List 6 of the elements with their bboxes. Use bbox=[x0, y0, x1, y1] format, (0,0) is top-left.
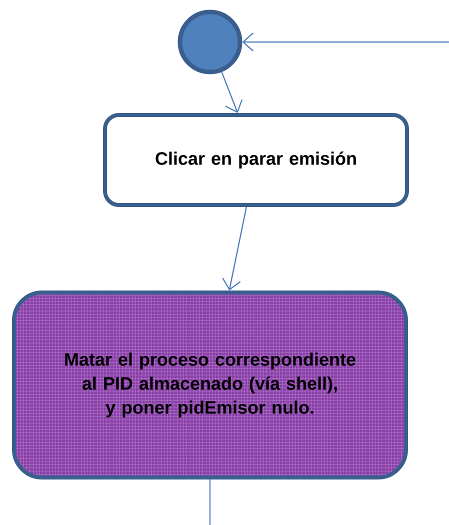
arrow bbox=[242, 32, 449, 52]
arrow bbox=[221, 72, 243, 113]
start-circle bbox=[178, 10, 242, 74]
arrow bbox=[222, 206, 247, 290]
process-box: Clicar en parar emisión bbox=[103, 113, 409, 207]
process-box: Matar el proceso correspondiente al PID almacenado (vía shell), y poner pidEmisor nulo. bbox=[12, 290, 408, 480]
